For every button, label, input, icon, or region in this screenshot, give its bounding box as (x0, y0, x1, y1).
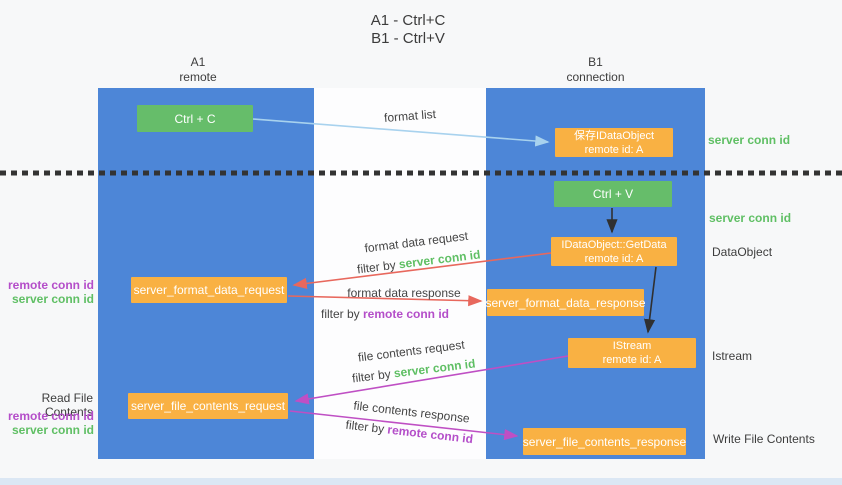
filter-by-text: filter by (344, 417, 389, 437)
lifeline-header-a1: A1 remote (98, 55, 298, 85)
annotation-remote-conn-id-left-2: remote conn id (7, 409, 94, 423)
annotation-read-file-contents: Read File Contents (41, 391, 93, 419)
node-ctrl-v-label: Ctrl + V (592, 187, 634, 201)
filter-by-text: filter by (320, 307, 363, 321)
annotation-remote-conn-id-left-1: remote conn id (7, 278, 94, 292)
arrow-getdata-to-istream (644, 266, 657, 334)
node-save-idataobject-line2: remote id: A (584, 143, 644, 156)
node-server-format-data-response: server_format_data_response (485, 289, 646, 316)
node-ctrl-v: Ctrl + V (554, 181, 672, 207)
node-server-file-contents-response: server_file_contents_response (523, 428, 686, 455)
lifeline-header-b1: B1 connection (486, 55, 705, 85)
node-server-format-data-request: server_format_data_request (131, 277, 287, 303)
annotation-conn-ids-left-2: remote conn id server conn id (0, 409, 94, 437)
node-istream-line1: IStream (612, 340, 652, 352)
node-ctrl-c-label: Ctrl + C (174, 111, 216, 126)
node-file-request-label: server_file_contents_request (130, 399, 286, 413)
title-line-2: B1 - Ctrl+V (371, 30, 445, 47)
diagram-title: A1 - Ctrl+C B1 - Ctrl+V (0, 12, 816, 48)
bottom-edge-strip (0, 478, 842, 485)
node-getdata-line2: remote id: A (584, 252, 644, 265)
node-istream-line2: remote id: A (602, 354, 662, 366)
label-format-data-response-line1: format data response (347, 286, 461, 300)
arrow-file-contents-response (289, 410, 519, 441)
arrow-file-contents-request (294, 355, 569, 405)
title-line-1: A1 - Ctrl+C (370, 12, 446, 29)
label-format-data-response-line2: filter by remote conn id (310, 304, 460, 324)
filter-by-text: filter by (356, 257, 400, 277)
node-format-request-label: server_format_data_request (133, 283, 285, 297)
arrow-format-data-request (292, 252, 552, 289)
annotation-server-conn-id-left-1: server conn id (11, 292, 94, 306)
node-getdata-line1: IDataObject::GetData (561, 238, 667, 251)
lifeline-b1-subtitle: connection (566, 70, 625, 84)
remote-conn-id-key: remote conn id (363, 307, 450, 321)
lifeline-a1-subtitle: remote (179, 70, 217, 84)
node-istream: IStream remote id: A (568, 338, 696, 368)
annotation-dataobject: DataObject (712, 245, 773, 259)
lifeline-b1-title: B1 (588, 55, 603, 69)
node-format-response-label: server_format_data_response (485, 295, 646, 310)
node-ctrl-c: Ctrl + C (137, 105, 253, 132)
node-save-idataobject-line1: 保存IDataObject (573, 129, 655, 142)
node-file-response-label: server_file_contents_response (522, 434, 687, 449)
annotation-server-conn-id-left-2: server conn id (11, 423, 94, 437)
arrow-format-data-response (287, 295, 483, 307)
arrow-format-list (252, 118, 550, 147)
annotation-server-conn-id-right-2: server conn id (709, 211, 792, 225)
node-server-file-contents-request: server_file_contents_request (128, 393, 288, 419)
filter-by-text: filter by (351, 366, 395, 386)
node-save-idataobject: 保存IDataObject remote id: A (555, 128, 673, 157)
lifeline-a1-title: A1 (190, 55, 206, 69)
annotation-write-file-contents: Write File Contents (713, 432, 815, 446)
annotation-istream: Istream (712, 349, 753, 363)
annotation-conn-ids-left-1: remote conn id server conn id (0, 278, 94, 306)
message-lane-background (314, 88, 486, 459)
node-idataobject-getdata: IDataObject::GetData remote id: A (551, 237, 677, 266)
annotation-server-conn-id-right-1: server conn id (708, 133, 791, 147)
